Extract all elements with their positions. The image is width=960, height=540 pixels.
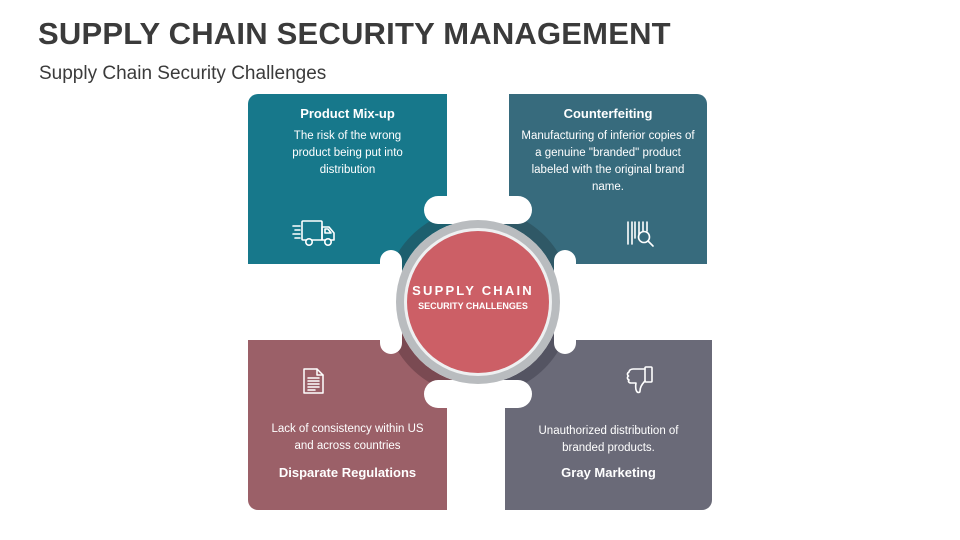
card-title: Product Mix-up xyxy=(300,106,395,121)
gear-tooth-bottom xyxy=(424,380,532,408)
card-description: Manufacturing of inferior copies of a ge… xyxy=(521,130,695,193)
card-description: Unauthorized distribution of branded pro… xyxy=(538,425,679,454)
center-circle xyxy=(407,231,549,373)
center-label: SUPPLY CHAIN SECURITY CHALLENGES xyxy=(392,283,554,311)
document-icon xyxy=(302,366,326,401)
card-gray-marketing: Unauthorized distribution of branded pro… xyxy=(505,340,712,510)
barcode-search-icon xyxy=(625,220,657,253)
card-title: Counterfeiting xyxy=(563,106,653,121)
page-title: SUPPLY CHAIN SECURITY MANAGEMENT xyxy=(38,16,671,51)
card-title: Disparate Regulations xyxy=(278,465,417,480)
page-subtitle: Supply Chain Security Challenges xyxy=(39,63,327,84)
thumbs-down-icon xyxy=(625,364,655,401)
card-product-mix-up: Product Mix-up The risk of the wrong pro… xyxy=(248,94,447,264)
gear-tooth-left xyxy=(380,250,402,354)
center-label-line2: SECURITY CHALLENGES xyxy=(418,301,528,311)
gear-tooth-right xyxy=(554,250,576,354)
gear-tooth-top xyxy=(424,196,532,224)
center-label-line1: SUPPLY CHAIN xyxy=(412,283,534,298)
delivery-truck-icon xyxy=(292,218,338,253)
card-description: The risk of the wrong product being put … xyxy=(292,130,403,176)
card-title: Gray Marketing xyxy=(561,465,656,480)
card-description: Lack of consistency within US and across… xyxy=(271,423,424,452)
